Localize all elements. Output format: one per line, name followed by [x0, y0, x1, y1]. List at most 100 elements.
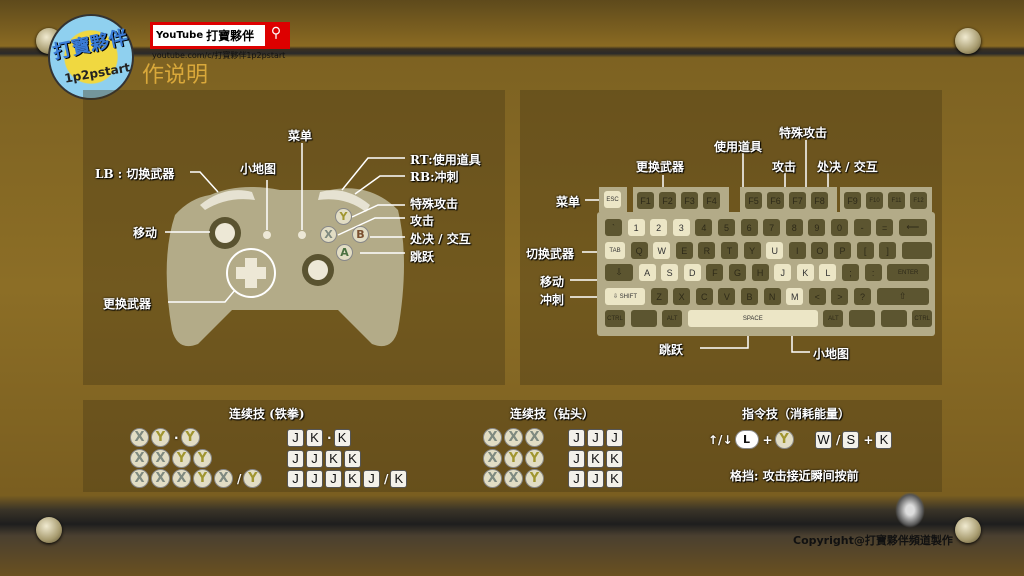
keycap-j: J: [306, 469, 323, 488]
pad-button-y: Y: [774, 430, 794, 449]
key-f3: F3: [681, 192, 698, 209]
key-b: B: [741, 288, 758, 305]
key-f1: F1: [637, 192, 654, 209]
key-blank: [901, 242, 932, 259]
key-e: E: [675, 242, 693, 259]
pad-button-x: X: [130, 428, 149, 447]
keycap-j: J: [606, 428, 623, 447]
key-f8: F8: [811, 192, 828, 209]
keycap-k: K: [390, 469, 408, 488]
keycap-k: K: [875, 430, 893, 449]
youtube-logo: YouTube: [156, 30, 204, 41]
key-s: S: [661, 264, 679, 281]
label-special: 特殊攻击: [410, 197, 459, 211]
combo-title-iron-fist: 连续技 (铁拳): [229, 407, 305, 421]
channel-url: youtube.com/c/打寶夥伴1p2pstart: [152, 51, 286, 60]
rivet-icon: [955, 517, 981, 543]
key-2: 2: [650, 219, 668, 236]
key-k: K: [796, 264, 814, 281]
key-h: H: [751, 264, 769, 281]
channel-name: 打寶夥伴: [206, 29, 255, 43]
kb-label-switch-weapon: 切换武器: [526, 247, 575, 261]
y-button: Y: [335, 208, 352, 225]
keycap-j: J: [287, 449, 304, 468]
keycap-s: S: [842, 430, 860, 449]
key-6: 6: [740, 219, 758, 236]
key-alt: ALT: [662, 310, 683, 327]
rivet-icon: [955, 28, 981, 54]
key-n: N: [763, 288, 781, 305]
key-z: Z: [650, 288, 668, 305]
channel-logo: 打寶夥伴 1p2pstart: [48, 14, 134, 100]
key-f9: F9: [844, 192, 861, 209]
separator: ↑/↓: [708, 432, 733, 447]
key-x: X: [673, 288, 691, 305]
key-4: 4: [695, 219, 713, 236]
key--: -: [853, 219, 871, 236]
key-c: C: [695, 288, 713, 305]
key-9: 9: [808, 219, 826, 236]
pad-button-y: Y: [172, 449, 191, 468]
key-[: [: [856, 242, 874, 259]
combo-title-drill: 连续技（钻头）: [510, 407, 595, 421]
combo-pad-row: ↑/↓L+Y: [706, 429, 796, 449]
search-icon[interactable]: ⚲: [270, 25, 282, 41]
key-=: =: [876, 219, 894, 236]
youtube-search-banner[interactable]: YouTube 打寶夥伴 ⚲: [150, 22, 290, 49]
label-attack: 攻击: [410, 214, 435, 228]
pad-button-l: L: [734, 430, 759, 449]
keycap-j: J: [568, 449, 585, 468]
key-enter: ENTER: [887, 264, 930, 281]
rivet-icon: [36, 517, 62, 543]
key-m: M: [786, 288, 804, 305]
kb-label-use-item: 使用道具: [714, 140, 763, 154]
keycap-j: J: [287, 469, 304, 488]
kb-label-jump: 跳跃: [659, 343, 684, 357]
kb-label-change-weapon: 更换武器: [636, 160, 685, 174]
key-;: ;: [842, 264, 859, 281]
keycap-j: J: [306, 449, 323, 468]
pad-button-x: X: [504, 428, 523, 447]
b-button: B: [352, 226, 369, 243]
a-button: A: [336, 244, 353, 261]
pad-button-x: X: [214, 469, 233, 488]
key-7: 7: [763, 219, 781, 236]
keycap-k: K: [606, 449, 623, 468]
key-w: W: [653, 242, 671, 259]
kb-label-move: 移动: [540, 275, 565, 289]
combo-title-command: 指令技（消耗能量）: [742, 407, 851, 421]
key-ctrl: CTRL: [605, 310, 625, 327]
pad-button-y: Y: [243, 469, 263, 488]
key-⇩: ⇩: [605, 264, 633, 281]
key-1: 1: [627, 219, 645, 236]
pad-button-x: X: [130, 449, 149, 468]
pad-button-x: X: [151, 449, 170, 468]
key-f6: F6: [767, 192, 784, 209]
keycap-j: J: [587, 428, 604, 447]
kb-label-menu: 菜单: [556, 195, 581, 209]
kb-label-attack: 攻击: [772, 160, 797, 174]
pad-button-x: X: [483, 449, 502, 468]
pad-button-y: Y: [180, 428, 200, 447]
label-execute: 处决 / 交互: [410, 232, 471, 246]
key-g: G: [729, 264, 746, 281]
separator: ·: [327, 430, 332, 445]
key-i: I: [788, 242, 806, 259]
key-o: O: [811, 242, 829, 259]
keycap-j: J: [568, 428, 585, 447]
pad-button-x: X: [525, 428, 544, 447]
key-p: P: [834, 242, 851, 259]
keycap-j: J: [363, 469, 380, 488]
pad-button-y: Y: [193, 469, 212, 488]
key-3: 3: [672, 219, 690, 236]
kb-label-dash: 冲刺: [540, 293, 565, 307]
key-alt: ALT: [823, 310, 844, 327]
label-lb: LB : 切换武器: [95, 167, 175, 181]
keycap-j: J: [325, 469, 342, 488]
